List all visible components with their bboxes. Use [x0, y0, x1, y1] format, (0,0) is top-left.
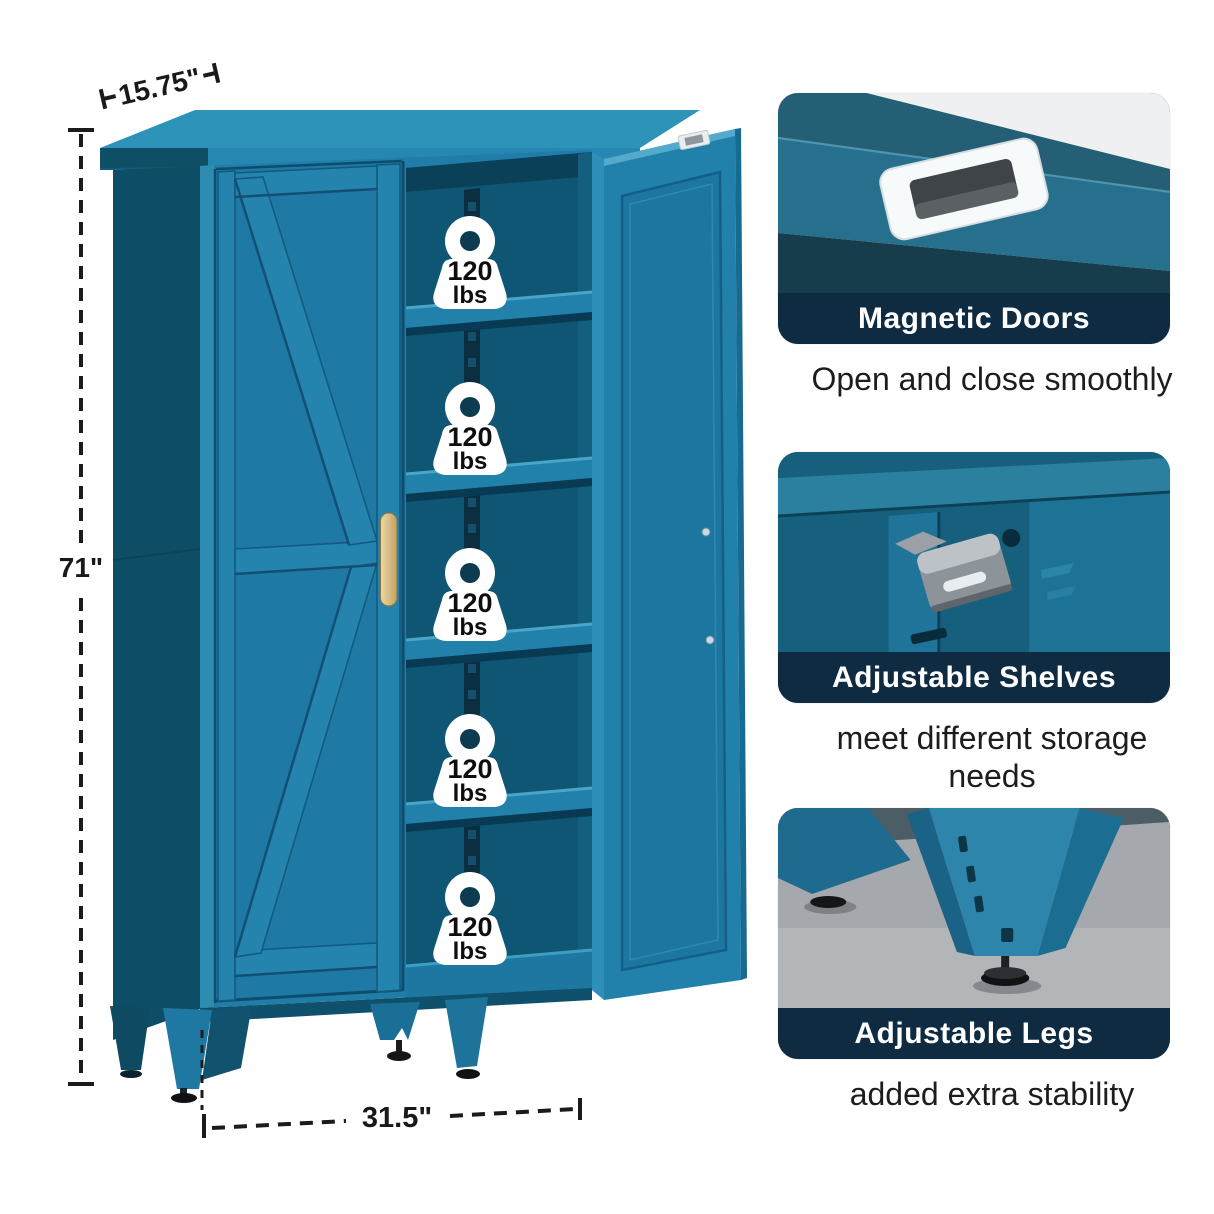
cabinet-legs: [110, 997, 488, 1103]
feature-card: Adjustable Shelves: [778, 452, 1170, 703]
adjustable-shelves-photo: [778, 452, 1170, 652]
cabinet-top-surface: [100, 110, 700, 148]
screw-icon: [701, 527, 711, 537]
open-door: [592, 128, 747, 1000]
weight-value: 120: [447, 256, 492, 286]
cabinet-side-panel: [113, 166, 208, 1040]
feature-title-bar: Magnetic Doors: [778, 293, 1170, 344]
feature-card: Magnetic Doors: [778, 93, 1170, 344]
weight-unit: lbs: [453, 780, 488, 807]
feature-adjustable-shelves: Adjustable Shelves meet different storag…: [778, 452, 1170, 795]
closed-door: [213, 159, 405, 1003]
shelf-clip: [895, 531, 1013, 613]
feature-magnetic-doors: Magnetic Doors Open and close smoothly: [778, 93, 1173, 398]
door-handle: [380, 512, 398, 607]
adjustable-legs-photo: [778, 808, 1170, 1008]
feature-title: Magnetic Doors: [857, 301, 1091, 335]
width-dimension-label: 31.5": [362, 1102, 432, 1134]
weight-unit: lbs: [453, 448, 488, 475]
weight-capacity-badge: 120 lbs: [433, 714, 507, 807]
feature-caption: meet different storage needs: [836, 720, 1148, 794]
feature-adjustable-legs: Adjustable Legs added extra stability: [778, 808, 1170, 1113]
height-dimension-label: 71": [59, 552, 103, 583]
feature-title-bar: Adjustable Shelves: [778, 652, 1170, 703]
magnetic-latch: [677, 129, 711, 151]
weight-capacity-badge: 120 lbs: [433, 872, 507, 965]
weight-capacity-badge: 120 lbs: [433, 548, 507, 641]
magnetic-doors-photo: [778, 93, 1170, 293]
magnetic-latch-closeup: [879, 137, 1049, 241]
feature-card: Adjustable Legs: [778, 808, 1170, 1059]
feature-caption: added extra stability: [849, 1076, 1135, 1112]
screw-icon: [705, 635, 715, 645]
weight-value: 120: [447, 912, 492, 942]
leveling-foot-stem: [1001, 956, 1010, 970]
feature-caption: Open and close smoothly: [811, 361, 1173, 397]
feature-title: Adjustable Legs: [854, 1016, 1094, 1050]
weight-value: 120: [447, 754, 492, 784]
cabinet-illustration: 120 lbs 120 lbs 120 lbs 120 lbs 120 lbs: [59, 62, 747, 1138]
weight-unit: lbs: [453, 282, 488, 309]
weight-value: 120: [447, 588, 492, 618]
weight-unit: lbs: [453, 614, 488, 641]
feature-title: Adjustable Shelves: [831, 660, 1117, 694]
weight-unit: lbs: [453, 938, 488, 965]
weight-value: 120: [447, 422, 492, 452]
feature-title-bar: Adjustable Legs: [778, 1008, 1170, 1059]
depth-dimension-label: 15.75": [116, 62, 204, 111]
weight-capacity-badge: 120 lbs: [433, 382, 507, 475]
weight-capacity-badge: 120 lbs: [433, 216, 507, 309]
